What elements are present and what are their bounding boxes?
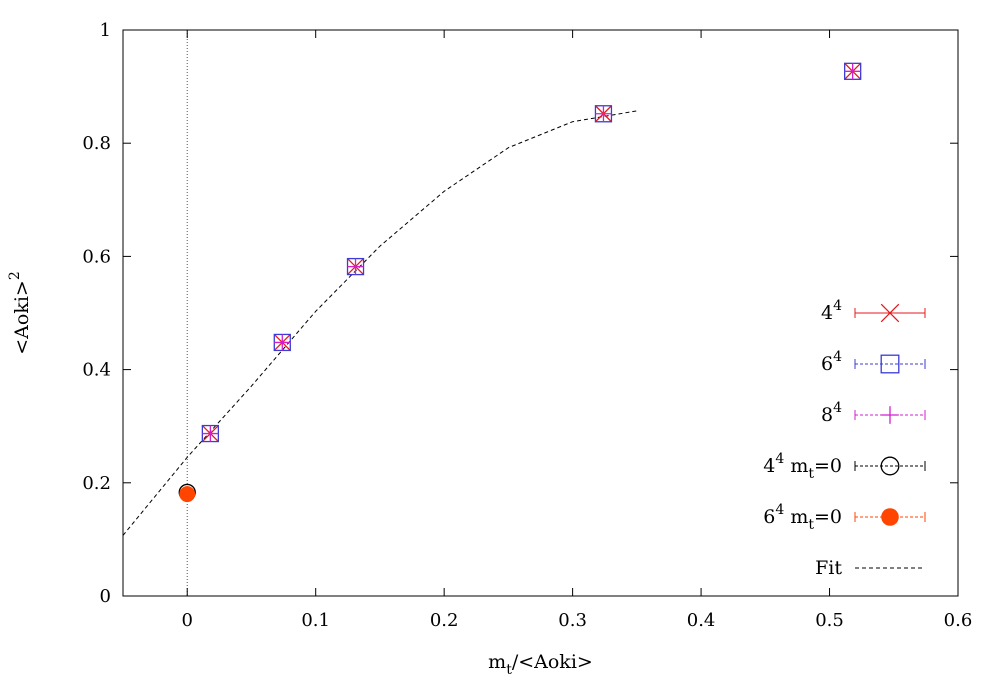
y-tick-label: 0.8: [82, 133, 111, 154]
x-tick-label: 0.5: [815, 610, 844, 631]
fit-layer: [122, 110, 637, 536]
tick-layer: 0 0.1 0.2 0.3 0.4 0.5 0.6 0 0.2 0.4 0.6 0.8 1: [82, 20, 972, 631]
x-tick-label: 0.2: [430, 610, 459, 631]
y-axis-title: <Aoki>2: [7, 271, 33, 355]
legend-marker-plus: [881, 406, 899, 424]
legend-label: 84: [821, 400, 842, 426]
x-axis-title: mt/<Aoki>: [488, 651, 593, 678]
points-layer: [178, 62, 862, 503]
legend-label: 44: [821, 298, 842, 324]
data-point-plus: [274, 334, 291, 351]
data-point-plus: [202, 425, 219, 442]
y-tick-label: 1: [100, 20, 111, 41]
legend-marker-x-stroke: [880, 303, 900, 323]
y-tick-label: 0.2: [82, 473, 111, 494]
legend-marker-filled-circle: [881, 508, 899, 526]
plot-frame: [122, 29, 959, 597]
axis-titles: mt/<Aoki> <Aoki>2: [7, 271, 593, 678]
legend-marker-open-square-shape: [880, 354, 900, 374]
x-tick-label: 0.3: [558, 610, 587, 631]
x-tick-label: 0.1: [301, 610, 330, 631]
legend-marker-filled-circle-shape: [881, 508, 899, 526]
x-tick-label: 0: [182, 610, 193, 631]
x-tick-label: 0.6: [944, 610, 973, 631]
legend-label: Fit: [815, 557, 842, 579]
y-tick-label: 0: [100, 586, 111, 607]
legend-label: 64 mt=0: [763, 502, 842, 533]
legend-marker-x: [880, 303, 900, 323]
y-tick-label: 0.4: [82, 360, 111, 381]
data-point-filled-circle: [179, 486, 196, 503]
fit-line: [122, 110, 637, 536]
data-point-plus: [844, 63, 861, 80]
legend-marker-open-square: [880, 354, 900, 374]
legend-label: 64: [821, 349, 842, 375]
data-point-plus: [595, 105, 612, 122]
legend-marker-open-circle-shape: [880, 456, 900, 476]
data-point-plus: [347, 258, 364, 275]
legend-marker-open-circle: [880, 456, 900, 476]
x-tick-label: 0.4: [687, 610, 716, 631]
legend-label: 44 mt=0: [763, 451, 842, 482]
data-point-filled-circle-shape: [179, 486, 196, 503]
y-tick-label: 0.6: [82, 246, 111, 267]
